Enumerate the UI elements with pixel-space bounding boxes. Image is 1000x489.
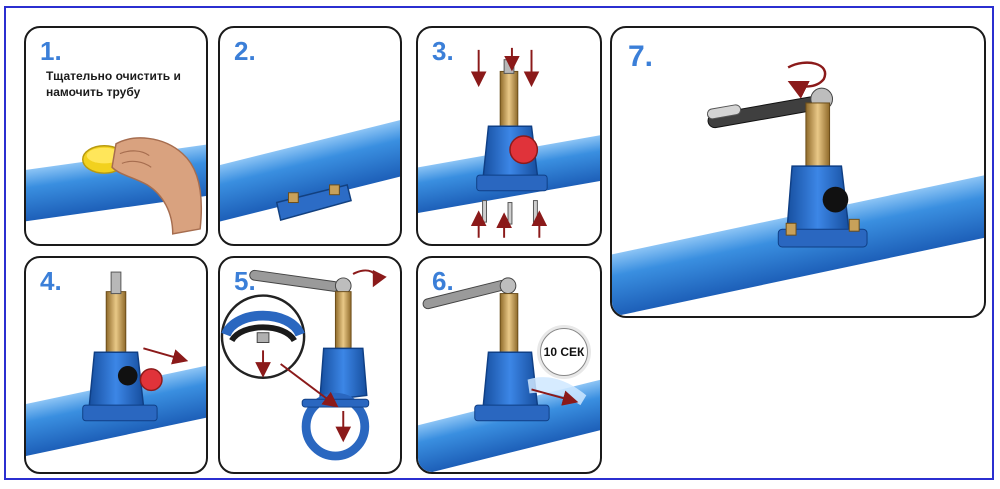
hand-icon bbox=[111, 137, 203, 235]
valve-stem bbox=[334, 291, 352, 349]
saddle-fitting bbox=[474, 351, 550, 422]
arrow-icons bbox=[255, 350, 352, 443]
step-caption: Тщательно очистить и намочить трубу bbox=[46, 69, 181, 99]
step-4-panel: 4. bbox=[24, 256, 208, 474]
step-5-panel: 5. bbox=[218, 256, 402, 474]
outlet-cap bbox=[139, 368, 163, 392]
rotate-arrow-icon bbox=[787, 61, 827, 99]
cleaning-illustration bbox=[26, 137, 206, 235]
step-number: 6. bbox=[432, 266, 454, 296]
bolts bbox=[482, 200, 538, 225]
arrow-icon bbox=[531, 388, 579, 406]
step-number: 1. bbox=[40, 36, 62, 66]
valve-stem bbox=[105, 271, 127, 353]
step-2-panel: 2. bbox=[218, 26, 402, 246]
step-number: 4. bbox=[40, 266, 62, 296]
final-tightening-illustration bbox=[612, 61, 984, 316]
saddle-fitting bbox=[82, 351, 158, 422]
fitting-assembly-illustration bbox=[418, 47, 600, 238]
step-number: 7. bbox=[628, 40, 654, 73]
valve-stem bbox=[805, 102, 831, 167]
outlet-cap bbox=[509, 135, 539, 165]
magnifier-inset bbox=[220, 294, 306, 379]
arrow-icons bbox=[470, 47, 548, 238]
clamp-placement-illustration bbox=[220, 112, 400, 228]
pipe-cross-section bbox=[301, 392, 370, 461]
step-number: 3. bbox=[432, 36, 454, 66]
tapping-illustration bbox=[220, 269, 387, 461]
saddle-fitting bbox=[777, 165, 868, 248]
saddle-clamp-lower bbox=[275, 184, 352, 222]
flush-illustration bbox=[418, 277, 600, 472]
instruction-frame: 1. Тщательно очистить и намочить трубу 2… bbox=[4, 6, 994, 480]
step-number: 5. bbox=[234, 266, 256, 296]
pipe bbox=[220, 112, 400, 228]
cap-removal-illustration bbox=[26, 271, 206, 459]
valve-stem bbox=[499, 59, 519, 127]
step-6-panel: 6. 10 СЕК bbox=[416, 256, 602, 474]
wrench-icon bbox=[422, 277, 517, 310]
step-7-panel: 7. bbox=[610, 26, 986, 318]
rotate-arrow-icon bbox=[352, 269, 387, 288]
valve-stem bbox=[499, 293, 519, 353]
saddle-fitting bbox=[318, 347, 368, 403]
step-3-panel: 3. bbox=[416, 26, 602, 246]
wrench-icon bbox=[249, 269, 352, 295]
step-number: 2. bbox=[234, 36, 256, 66]
timer-badge: 10 СЕК bbox=[540, 328, 588, 376]
arrow-icon bbox=[143, 347, 189, 365]
step-1-panel: 1. Тщательно очистить и намочить трубу bbox=[24, 26, 208, 246]
